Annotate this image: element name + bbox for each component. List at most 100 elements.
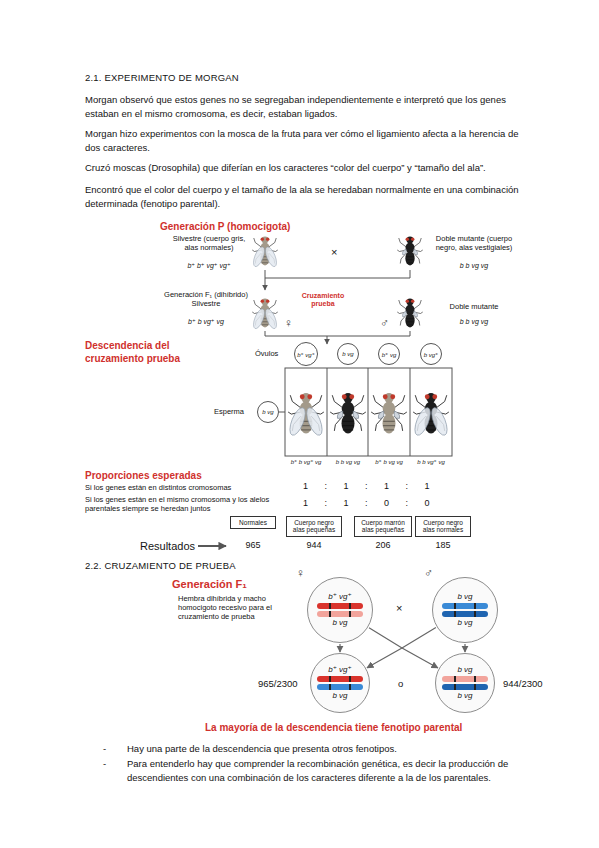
node-text: Cuerpo negro alas pequeñas xyxy=(289,519,339,534)
cross-label: Cruzamiento prueba xyxy=(298,292,348,307)
cross-symbol: × xyxy=(396,602,410,616)
chromosome xyxy=(442,611,488,617)
gamete-circle: b vg xyxy=(257,401,279,423)
testcross-arrow xyxy=(327,336,328,344)
generation-title: Generación P (homocigota) xyxy=(160,221,340,234)
node-text: b⁺ vg⁺ xyxy=(328,665,352,675)
cross-symbol: × xyxy=(331,246,345,260)
gamete-circle: b vg⁺ xyxy=(420,343,442,365)
bullet-text: Hay una parte de la descendencia que pre… xyxy=(127,742,557,756)
chromosome-circle: b vgb vg xyxy=(435,653,495,713)
connector-arrow xyxy=(369,628,438,668)
figure-caption: La mayoría de la descendencia tiene feno… xyxy=(205,722,525,735)
gene-mark xyxy=(329,684,331,690)
offspring-grid xyxy=(285,368,452,456)
node-text: b vg xyxy=(262,409,273,415)
gene-mark xyxy=(474,676,476,682)
chromosome-circle: b vg b vg xyxy=(432,577,498,643)
node-text: Cuerpo negro alas normales xyxy=(418,519,468,534)
genotype: b b vg⁺ vg xyxy=(409,459,453,467)
chromosome xyxy=(442,603,488,609)
genotype: b⁺ b vg⁺ vg xyxy=(284,459,328,467)
gene-mark xyxy=(454,603,456,609)
row-label: Resultados xyxy=(140,540,200,554)
gene-mark xyxy=(349,684,351,690)
paragraph: Morgan observó que estos genes no se seg… xyxy=(85,93,525,121)
fly-wild xyxy=(251,236,279,268)
row-label: Óvulos xyxy=(255,349,293,358)
gene-mark xyxy=(454,676,456,682)
bullet-mark: - xyxy=(103,742,113,756)
gene-mark xyxy=(349,611,351,617)
node-text: b vg xyxy=(457,592,472,602)
paragraph: Morgan hizo experimentos con la mosca de… xyxy=(85,127,525,155)
ratio-label: Si los genes están en el mismo cromosoma… xyxy=(85,495,275,513)
fly-label: Silvestre (cuerpo gris, alas normales) xyxy=(172,234,246,252)
chromosome-circle: b⁺ vg⁺ b vg xyxy=(310,653,370,713)
fly-gray-normal xyxy=(287,393,326,437)
bullet-mark: - xyxy=(103,757,113,771)
chromosome xyxy=(317,611,363,617)
section-heading: 2.1. EXPERIMENTO DE MORGAN xyxy=(85,72,505,84)
node-text: b vg⁺ xyxy=(424,351,439,358)
sex-symbol: ♂ xyxy=(380,316,394,331)
genotype: b b vg vg xyxy=(430,262,518,271)
chromosome xyxy=(442,684,488,690)
node-text: Cuerpo marrón alas pequeñas xyxy=(357,519,409,534)
fly-label: Doble mutante (cuerpo negro, alas vestig… xyxy=(430,234,518,252)
chromosome xyxy=(317,684,363,690)
genotype: b⁺ b vg⁺ vg xyxy=(160,318,252,327)
node-text: b⁺ vg⁺ xyxy=(328,592,352,602)
phenotype-box: Cuerpo marrón alas pequeñas xyxy=(354,516,412,537)
sperm-line xyxy=(279,412,285,413)
genotype: b⁺ b⁺ vg⁺ vg⁺ xyxy=(168,262,250,271)
chromosome xyxy=(317,676,363,682)
gene-mark xyxy=(349,676,351,682)
connector-arrow xyxy=(464,644,465,652)
gene-mark xyxy=(329,611,331,617)
node-text: b vg xyxy=(457,618,472,628)
cross-bracket xyxy=(265,270,410,290)
node-text: Normales xyxy=(233,519,273,526)
gene-mark xyxy=(474,603,476,609)
sex-symbol: ♂ xyxy=(424,566,438,581)
gene-mark xyxy=(329,676,331,682)
testcross-bracket xyxy=(265,331,410,336)
node-text: b⁺ vg xyxy=(382,351,397,358)
fraction: 965/2300 xyxy=(258,677,308,691)
phenotype-box: Normales xyxy=(230,516,276,529)
result-count: 185 xyxy=(423,540,463,551)
paragraph: Cruzó moscas (Drosophila) que diferían e… xyxy=(85,161,525,175)
paragraph: Encontró que el color del cuerpo y el ta… xyxy=(85,183,525,211)
row-label: Esperma xyxy=(214,407,258,416)
fly-black-vestigial xyxy=(330,393,366,434)
gamete-circle: b⁺ vg⁺ xyxy=(294,342,318,366)
connector-word: o xyxy=(398,677,408,691)
chromosome xyxy=(317,603,363,609)
fraction: 944/2300 xyxy=(503,677,559,691)
fly-gray-vestigial xyxy=(371,393,407,434)
figure-note: Hembra dihíbrida y macho homocigoto rece… xyxy=(178,594,283,621)
connector-arrow xyxy=(339,644,340,652)
node-text: b⁺ vg⁺ xyxy=(297,351,315,358)
node-text: b vg xyxy=(332,691,347,701)
figure-title: Proporciones esperadas xyxy=(85,470,285,483)
ratio: 1 : 1 : 1 : 1 xyxy=(303,481,463,492)
bullet-text: Para entenderlo hay que comprender la re… xyxy=(127,757,557,785)
gene-mark xyxy=(349,603,351,609)
connector-arrow xyxy=(367,628,436,668)
fly-black-normal xyxy=(412,393,451,437)
chromosome xyxy=(442,676,488,682)
gamete-circle: b vg xyxy=(337,343,359,365)
fly-f1 xyxy=(251,298,279,330)
figure-title: Generación F₁ xyxy=(172,578,292,592)
gene-mark xyxy=(474,684,476,690)
result-count: 965 xyxy=(233,540,273,551)
gene-mark xyxy=(329,603,331,609)
fly-label: Generación F₁ (dihíbrido) Silvestre xyxy=(160,290,252,308)
result-count: 944 xyxy=(294,540,334,551)
chromosome-circle: b⁺ vg⁺b vg xyxy=(307,577,373,643)
genotype: b⁺ b vg vg xyxy=(367,459,411,467)
node-text: b vg xyxy=(342,351,353,357)
